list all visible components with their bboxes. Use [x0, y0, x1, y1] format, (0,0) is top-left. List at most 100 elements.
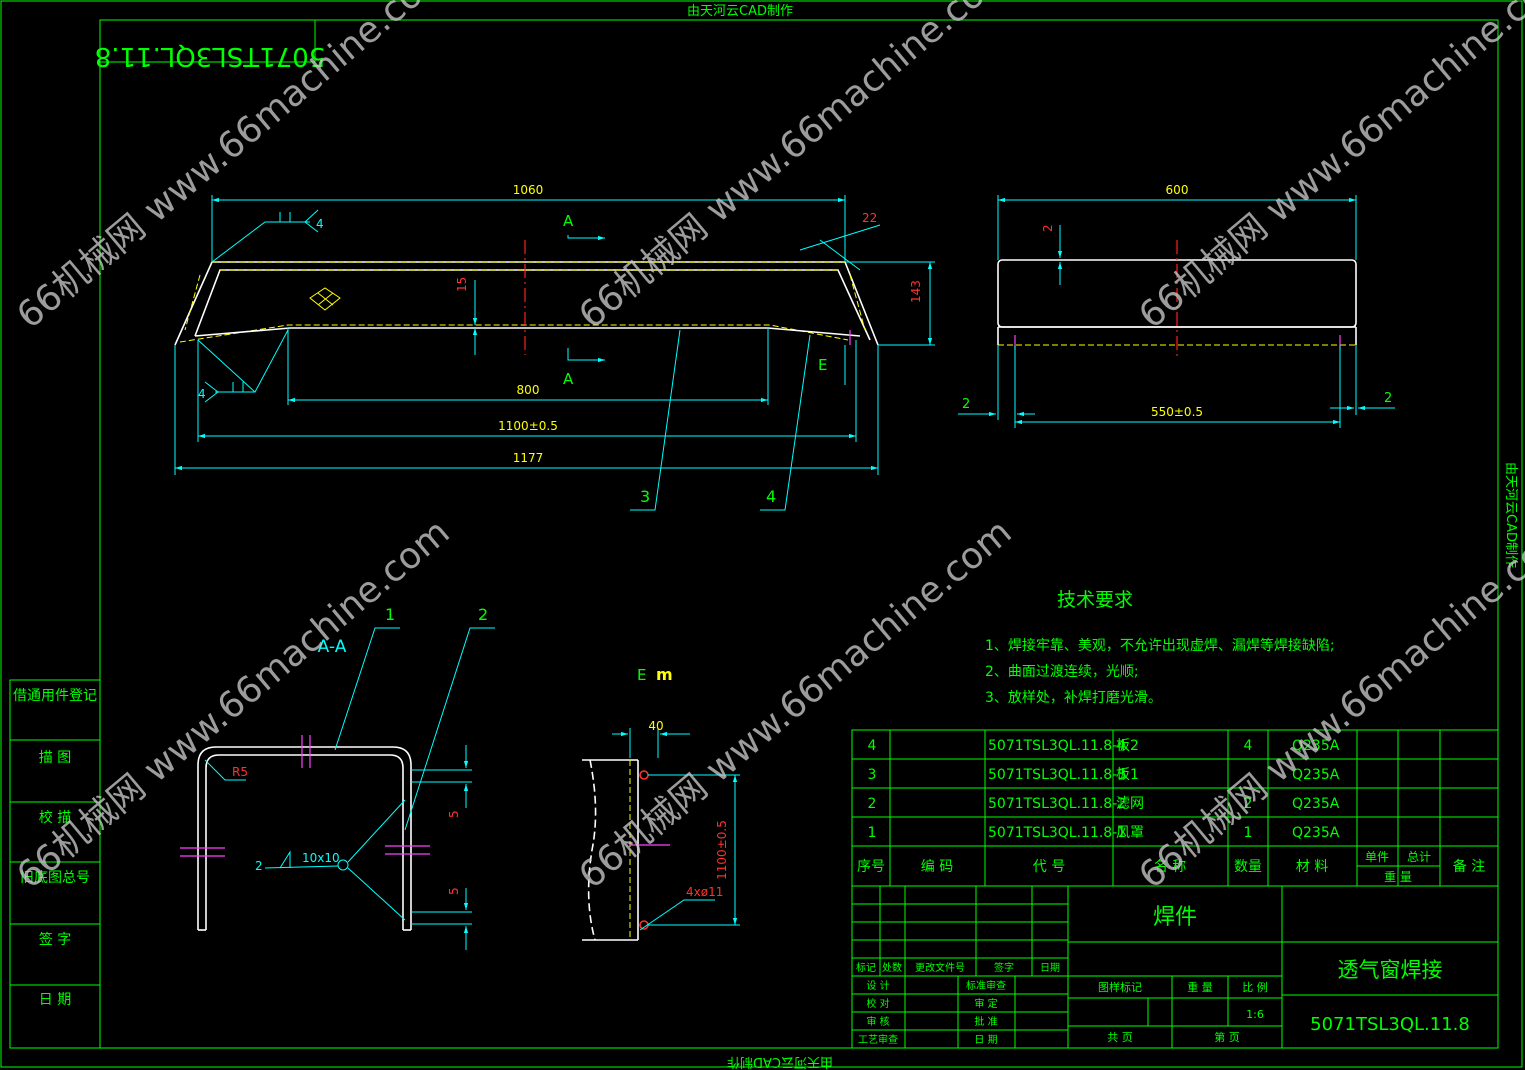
sign-label: 校 对: [866, 997, 889, 1010]
front-dim-mid: 1100±0.5: [498, 419, 558, 433]
section-letter-top: A: [563, 212, 574, 230]
bom-cell: 4: [1244, 738, 1253, 754]
title-stage-label: 图样标记: [1098, 980, 1142, 994]
front-dim-top: 1060: [513, 183, 544, 197]
bom-cell: 2: [1244, 796, 1253, 812]
rev-label: 签字: [994, 961, 1014, 974]
detail-letter: E: [818, 356, 827, 374]
rev-label: 日期: [1040, 962, 1060, 974]
left-sidebar: [9, 679, 101, 1049]
bom-cell: 1: [868, 825, 877, 841]
title-material: 焊件: [1153, 905, 1197, 930]
sign-label: 审 核: [866, 1015, 889, 1028]
section-radius: R5: [232, 765, 248, 779]
watermark-text: 66机械网 www.66machine.com: [571, 512, 1019, 897]
front-dim-height: 143: [909, 280, 923, 303]
section-dim-bottom: 5: [447, 887, 461, 895]
bom-cell: 5071TSL3QL.11.8-3: [988, 767, 1126, 783]
bom-cell: 4: [868, 738, 877, 754]
section-a-a: [180, 627, 495, 950]
bom-cell: 5071TSL3QL.11.8-4: [988, 738, 1126, 754]
section-balloon-2: 2: [478, 605, 488, 624]
side-view: [958, 195, 1395, 428]
title-drawing-number: 5071TSL3QL.11.8: [1310, 1014, 1470, 1035]
side-dim-left: 2: [962, 397, 970, 412]
front-dim-angle: 22: [862, 211, 877, 225]
sidebar-label: 旧底图总号: [20, 870, 90, 886]
rev-label: 处数: [882, 961, 902, 974]
bom-header: 序号 编 码 代 号 名 称 数量 材 料 单件 总计 重 量 备 注: [857, 850, 1485, 884]
rev-label: 标记: [856, 962, 876, 974]
watermark-text: 66机械网 www.66machine.com: [1131, 0, 1525, 337]
detail-title: E: [637, 666, 646, 684]
tech-item: 1、焊接牢靠、美观，不允许出现虚焊、漏焊等焊接缺陷;: [985, 637, 1335, 654]
weld-size-bottom: 4: [198, 387, 206, 401]
sidebar-label: 借通用件登记: [13, 688, 97, 704]
approve-label: 日 期: [974, 1034, 997, 1046]
side-dim-gap: 2: [1041, 224, 1055, 232]
section-weld: 10x10: [302, 851, 340, 865]
bom-header-cell: 材 料: [1296, 859, 1328, 875]
title-scale-value: 1:6: [1246, 1008, 1264, 1021]
bom-header-cell: 名 称: [1154, 859, 1186, 875]
bom-cell: 1: [1244, 825, 1253, 841]
sign-label: 工艺审查: [858, 1033, 898, 1046]
drawing-number-box-text: 5071TSL3QL.11.8: [95, 41, 326, 71]
bom-header-cell: 总计: [1407, 850, 1431, 864]
section-letter-bottom: A: [563, 370, 574, 388]
watermarks: 66机械网 www.66machine.com 66机械网 www.66mach…: [9, 0, 1525, 897]
section-balloon-1: 1: [385, 605, 395, 624]
detail-dim-width: 40: [648, 719, 663, 733]
approve-label: 标准审查: [966, 979, 1006, 992]
bom-rows: 4 5071TSL3QL.11.8-4 板2 4 Q235A 3 5071TSL…: [868, 738, 1340, 841]
front-dim-bottom: 800: [517, 383, 540, 397]
bom-cell: 2: [868, 796, 877, 812]
detail-dim-length: 1100±0.5: [715, 820, 729, 880]
approve-label: 批 准: [974, 1015, 997, 1028]
bom-cell: 板1: [1116, 767, 1139, 783]
bom-header-cell: 重 量: [1384, 870, 1412, 884]
border-credit-bottom: 由天河云CAD制作: [727, 1054, 833, 1069]
sidebar-label: 日 期: [39, 992, 71, 1008]
detail-scale-mark: m: [656, 665, 673, 684]
front-view: [174, 195, 935, 511]
bom-cell: 滤网: [1116, 796, 1144, 812]
bom-cell: 板2: [1116, 738, 1139, 754]
detail-holes: 4xø11: [686, 885, 723, 899]
border-credit-top: 由天河云CAD制作: [687, 4, 793, 19]
drawing-number-box: [100, 20, 316, 63]
bom-cell: 5071TSL3QL.11.8-1: [988, 825, 1126, 841]
side-dim-bottom: 550±0.5: [1151, 405, 1203, 419]
sign-label: 设 计: [866, 979, 889, 992]
detail-e: [582, 728, 740, 941]
title-scale-label: 比 例: [1242, 980, 1268, 994]
bom-cell: 风罩: [1116, 825, 1144, 841]
weld-size-top: 4: [316, 217, 324, 231]
bom-cell: 5071TSL3QL.11.8-2: [988, 796, 1126, 812]
front-dim-inner-height: 15: [455, 277, 469, 292]
bom-cell: Q235A: [1292, 767, 1340, 783]
tech-item: 3、放样处，补焊打磨光滑。: [985, 689, 1162, 706]
watermark-text: 66机械网 www.66machine.com: [571, 0, 1019, 337]
title-drawing-title: 透气窗焊接: [1338, 958, 1443, 982]
title-block: [851, 885, 1499, 1049]
bom-header-cell: 数量: [1234, 859, 1262, 875]
front-dim-overall: 1177: [513, 451, 544, 465]
bom-header-cell: 代 号: [1033, 859, 1065, 875]
tech-item: 2、曲面过渡连续，光顺;: [985, 663, 1139, 680]
section-title: A-A: [318, 637, 347, 657]
bom-cell: Q235A: [1292, 796, 1340, 812]
section-weld-ref: 2: [255, 859, 263, 873]
bom-cell: Q235A: [1292, 825, 1340, 841]
title-sheet-no: 第 页: [1214, 1030, 1240, 1044]
bom-header-cell: 序号: [857, 859, 885, 875]
bom-cell: 3: [868, 767, 877, 783]
title-sheet-total: 共 页: [1107, 1031, 1133, 1044]
approve-label: 审 定: [974, 997, 997, 1010]
watermark-text: 66机械网 www.66machine.com: [9, 512, 457, 897]
balloon-4: 4: [766, 487, 776, 506]
side-dim-top: 600: [1166, 183, 1189, 197]
title-weight-label: 重 量: [1187, 980, 1213, 994]
bom-header-cell: 编 码: [921, 859, 953, 875]
